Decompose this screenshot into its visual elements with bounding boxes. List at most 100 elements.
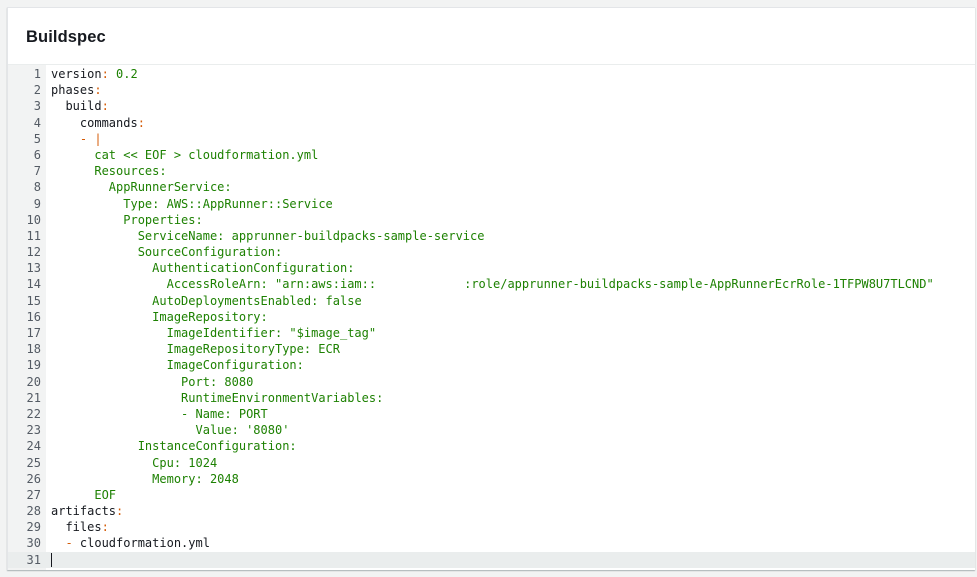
code-line[interactable]: 12 SourceConfiguration:: [8, 244, 975, 260]
code-line[interactable]: 3 build:: [8, 98, 975, 114]
code-token: :role/apprunner-buildpacks-sample-AppRun…: [464, 277, 934, 292]
line-number: 1: [33, 67, 41, 81]
code-text: - |: [51, 131, 102, 147]
code-token: commands: [79, 115, 138, 130]
line-number: 17: [26, 326, 41, 340]
indent: [51, 132, 80, 146]
line-number: 16: [26, 309, 41, 324]
code-text: AutoDeploymentsEnabled: false: [51, 293, 362, 309]
code-token: ServiceName: apprunner-buildpacks-sample…: [137, 228, 485, 243]
code-line[interactable]: 26 Memory: 2048: [8, 471, 975, 487]
code-line[interactable]: 14 AccessRoleArn: "arn:aws:iam:::role/ap…: [8, 276, 975, 292]
code-text: - cloudformation.yml: [51, 535, 210, 551]
line-number: 19: [26, 358, 41, 373]
indent: [51, 310, 152, 324]
code-line[interactable]: 7 Resources:: [8, 163, 975, 179]
code-text: Cpu: 1024: [51, 455, 217, 471]
code-text: Port: 8080: [51, 374, 253, 390]
code-line[interactable]: 22 - Name: PORT: [8, 406, 975, 422]
code-token: :: [94, 83, 102, 98]
code-text: AccessRoleArn: "arn:aws:iam:::role/appru…: [51, 276, 934, 292]
code-line[interactable]: 4 commands:: [8, 115, 975, 131]
code-line[interactable]: 10 Properties:: [8, 212, 975, 228]
line-number: 26: [26, 471, 41, 486]
code-line[interactable]: 19 ImageConfiguration:: [8, 357, 975, 373]
code-line[interactable]: 18 ImageRepositoryType: ECR: [8, 341, 975, 357]
code-line[interactable]: 17 ImageIdentifier: "$image_tag": [8, 325, 975, 341]
code-line[interactable]: 13 AuthenticationConfiguration:: [8, 260, 975, 276]
line-number: 23: [26, 423, 41, 438]
code-token: - Name: PORT: [181, 406, 268, 421]
code-token: Cpu: 1024: [152, 455, 218, 470]
code-line[interactable]: 29 files:: [8, 519, 975, 535]
indent: [51, 472, 152, 486]
indent: [51, 99, 65, 113]
line-number: 3: [33, 99, 41, 114]
code-line[interactable]: 23 Value: '8080': [8, 422, 975, 438]
indent: [51, 439, 138, 453]
code-line[interactable]: 6 cat << EOF > cloudformation.yml: [8, 147, 975, 163]
code-text: Properties:: [51, 212, 202, 228]
code-token: Value: '8080': [195, 423, 290, 438]
code-line[interactable]: 5 - |: [8, 131, 975, 147]
code-token: Port: 8080: [181, 374, 254, 389]
indent: [51, 391, 181, 405]
indent: [51, 229, 138, 243]
line-number: 20: [26, 374, 41, 389]
line-number: 15: [26, 293, 41, 308]
panel-title: Buildspec: [26, 28, 106, 46]
code-text: Memory: 2048: [51, 471, 239, 487]
code-text: commands:: [51, 115, 145, 131]
line-number: 21: [26, 390, 41, 405]
code-text: Value: '8080': [51, 422, 290, 438]
code-token: RuntimeEnvironmentVariables:: [181, 390, 384, 405]
line-number-gutter: [8, 65, 46, 570]
indent: [51, 277, 167, 291]
indent: [51, 456, 152, 470]
line-number: 12: [26, 245, 41, 260]
code-line[interactable]: 21 RuntimeEnvironmentVariables:: [8, 390, 975, 406]
code-token: :: [116, 504, 124, 519]
indent: [51, 116, 80, 130]
code-line[interactable]: 8 AppRunnerService:: [8, 179, 975, 195]
code-line[interactable]: 20 Port: 8080: [8, 374, 975, 390]
line-number: 11: [26, 228, 41, 243]
code-line[interactable]: 9 Type: AWS::AppRunner::Service: [8, 196, 975, 212]
code-text: ServiceName: apprunner-buildpacks-sample…: [51, 228, 485, 244]
code-line[interactable]: 11 ServiceName: apprunner-buildpacks-sam…: [8, 228, 975, 244]
code-token: artifacts: [51, 504, 117, 519]
code-line[interactable]: 27 EOF: [8, 487, 975, 503]
line-number: 10: [26, 212, 41, 227]
line-number: 29: [26, 520, 41, 535]
code-token: Resources:: [94, 164, 167, 179]
code-token: InstanceConfiguration:: [137, 439, 297, 454]
code-text: Resources:: [51, 163, 167, 179]
code-line[interactable]: 30 - cloudformation.yml: [8, 535, 975, 551]
code-token: AppRunnerService:: [108, 180, 232, 195]
line-number: 27: [26, 487, 41, 502]
line-number: 2: [33, 83, 41, 98]
code-line[interactable]: 16 ImageRepository:: [8, 309, 975, 325]
indent: [51, 197, 123, 211]
code-token: :: [101, 99, 109, 114]
code-line[interactable]: 15 AutoDeploymentsEnabled: false: [8, 293, 975, 309]
indent: [51, 407, 181, 421]
code-line[interactable]: 25 Cpu: 1024: [8, 455, 975, 471]
indent: [51, 294, 152, 308]
code-text: Type: AWS::AppRunner::Service: [51, 196, 333, 212]
redacted-account-id: [376, 277, 465, 292]
code-token: AccessRoleArn: "arn:aws:iam::: [166, 277, 377, 292]
code-token: :: [137, 115, 145, 130]
code-text: ImageIdentifier: "$image_tag": [51, 325, 377, 341]
line-number: 6: [33, 147, 41, 162]
code-text: AuthenticationConfiguration:: [51, 260, 354, 276]
line-number: 18: [26, 342, 41, 357]
code-line[interactable]: 31: [8, 551, 975, 568]
code-line[interactable]: 24 InstanceConfiguration:: [8, 438, 975, 454]
code-token: :: [101, 67, 109, 81]
